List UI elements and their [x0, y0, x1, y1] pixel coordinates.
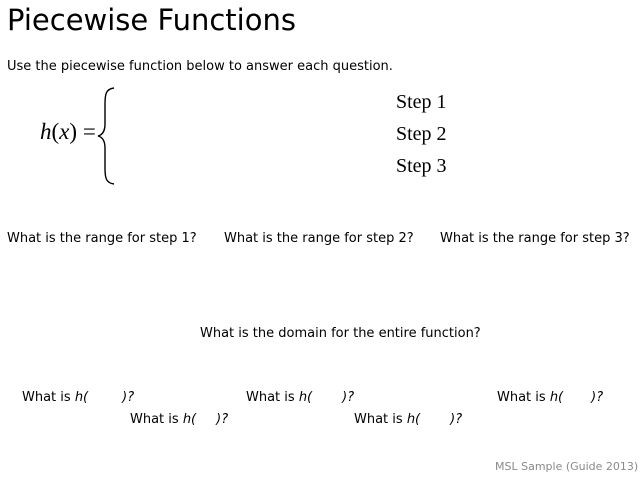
evaluate-question-2: What is h()? [130, 412, 229, 427]
left-paren: ( [51, 119, 60, 144]
range-question-step-1: What is the range for step 1? [7, 231, 197, 246]
piece-step-1: Step 1 [396, 91, 447, 113]
evaluate-question-1: What is h()? [22, 390, 135, 405]
equals-sign: = [82, 119, 96, 144]
piece-step-3: Step 3 [396, 155, 447, 177]
function-name: h [40, 119, 52, 144]
evaluate-question-5: What is h()? [497, 390, 604, 405]
domain-question: What is the domain for the entire functi… [200, 326, 481, 341]
function-definition: h(x) = [40, 119, 96, 145]
evaluate-question-4: What is h()? [354, 412, 463, 427]
piece-step-2: Step 2 [396, 123, 447, 145]
range-question-step-3: What is the range for step 3? [440, 231, 630, 246]
instructions: Use the piecewise function below to answ… [7, 59, 393, 74]
piecewise-brace [97, 87, 115, 185]
footer-source: MSL Sample (Guide 2013) [495, 460, 639, 473]
page-title: Piecewise Functions [7, 3, 296, 37]
range-question-step-2: What is the range for step 2? [224, 231, 414, 246]
right-paren: ) [69, 119, 78, 144]
function-variable: x [59, 119, 70, 144]
evaluate-question-3: What is h()? [246, 390, 355, 405]
